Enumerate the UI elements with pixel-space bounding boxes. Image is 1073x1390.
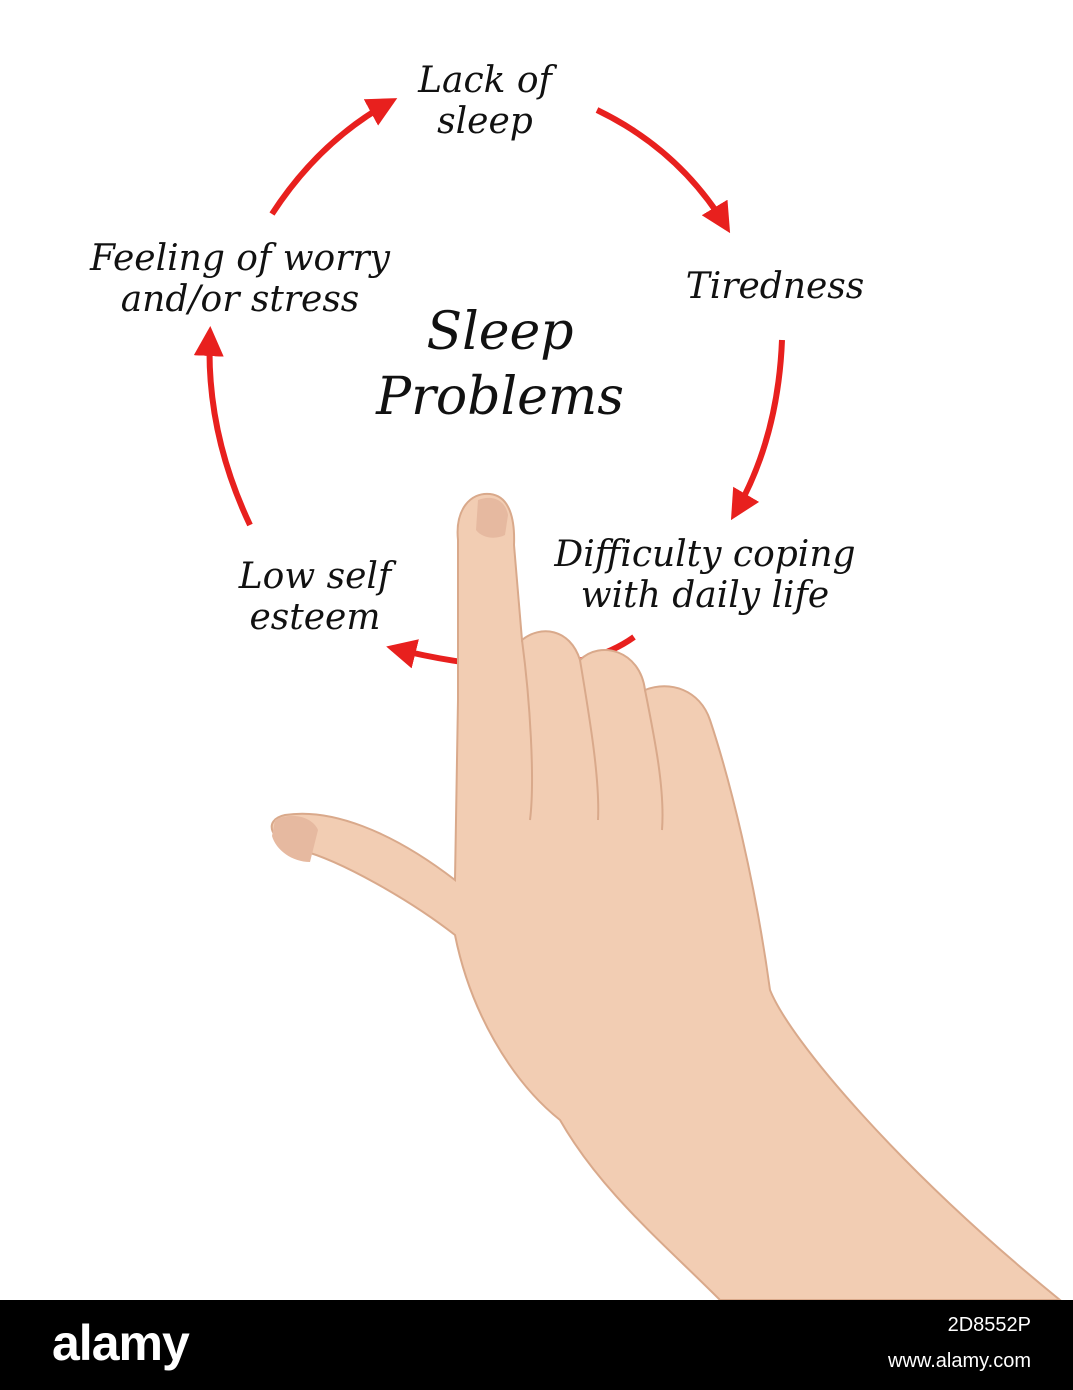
arrow-lack-to-tiredness — [595, 107, 731, 234]
arrow-worry-to-lack — [269, 98, 398, 216]
pointing-hand-image — [270, 492, 1062, 1300]
node-feeling-of-worry-line1: Feeling of worry — [89, 238, 390, 279]
node-low-self-esteem-line1: Low self — [238, 556, 392, 597]
cycle-arrows — [193, 98, 1062, 1300]
node-difficulty-coping-line2: with daily life — [580, 575, 830, 617]
node-low-self-esteem: Low self esteem — [210, 556, 420, 639]
node-lack-of-sleep-line1: Lack of — [418, 60, 552, 101]
node-low-self-esteem-line2: esteem — [249, 597, 381, 639]
diagram-title: Sleep Problems — [350, 300, 650, 430]
node-tiredness: Tiredness — [670, 266, 880, 307]
arrow-lowesteem-to-worry — [193, 326, 253, 527]
node-difficulty-coping-line1: Difficulty coping — [554, 534, 856, 575]
alamy-logo: alamy — [52, 1315, 190, 1371]
diagram-title-line2: Problems — [376, 367, 624, 427]
node-lack-of-sleep-line2: sleep — [437, 101, 533, 143]
arrow-tiredness-to-difficulty — [730, 339, 785, 521]
node-feeling-of-worry-line2: and/or stress — [120, 279, 360, 321]
site-url: www.alamy.com — [888, 1350, 1031, 1372]
diagram-canvas: Sleep Problems Lack of sleep Tiredness D… — [80, 60, 1062, 1300]
watermark-footer: alamy 2D8552P www.alamy.com — [0, 1300, 1073, 1390]
node-lack-of-sleep: Lack of sleep — [385, 60, 585, 143]
node-feeling-of-worry: Feeling of worry and/or stress — [80, 238, 400, 321]
image-id: 2D8552P — [947, 1314, 1031, 1336]
diagram-title-line1: Sleep — [426, 302, 574, 362]
node-difficulty-coping: Difficulty coping with daily life — [540, 534, 870, 617]
node-tiredness-line1: Tiredness — [685, 266, 865, 307]
